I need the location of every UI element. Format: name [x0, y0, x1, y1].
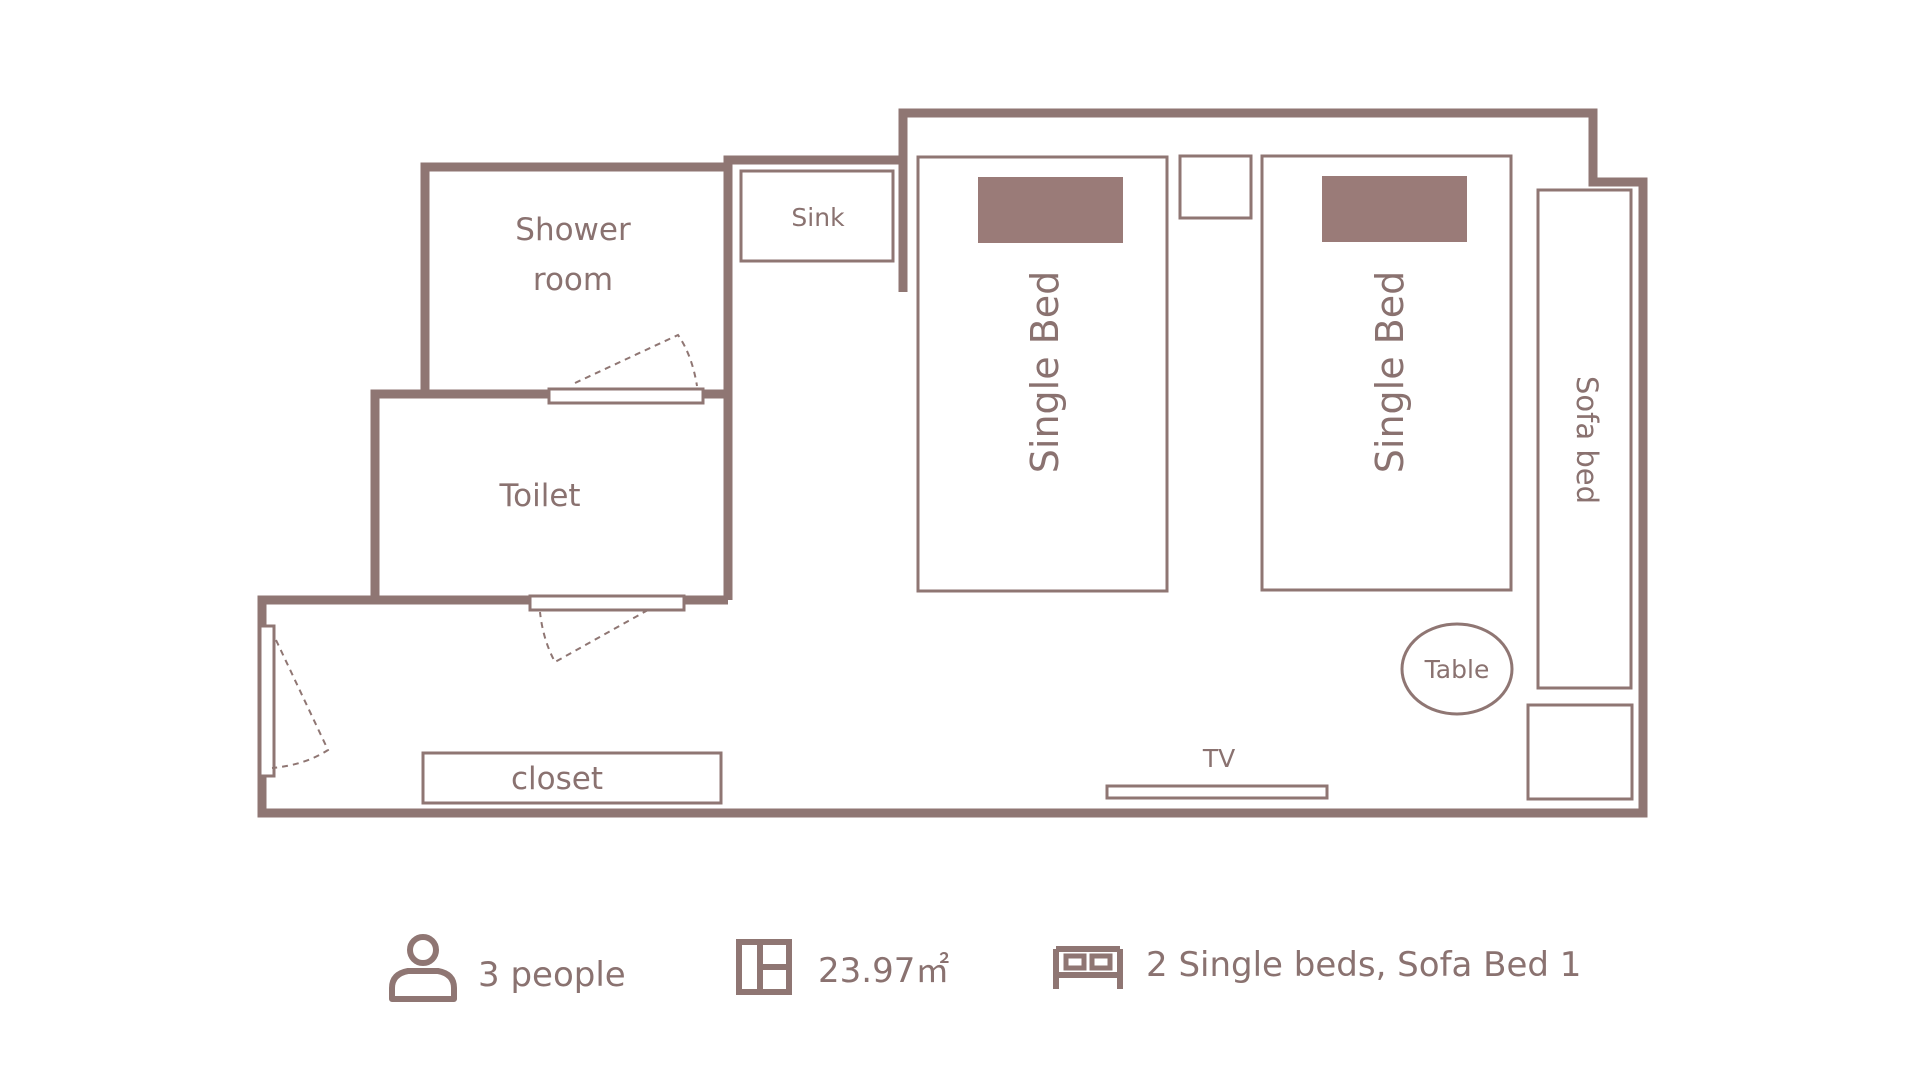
beds-info: 2 Single beds, Sofa Bed 1: [1052, 945, 1581, 993]
shower-door-swing: [574, 333, 698, 387]
closet: [421, 751, 723, 805]
single-bed-2-label: Single Bed: [1368, 271, 1412, 473]
beds-text: 2 Single beds, Sofa Bed 1: [1146, 945, 1582, 985]
cabinet: [1526, 703, 1634, 801]
tv-stand: [1105, 784, 1329, 800]
bed-icon: [1053, 946, 1123, 989]
toilet-label: Toilet: [498, 478, 580, 514]
toilet-door: [528, 594, 686, 612]
shower-door: [547, 387, 705, 405]
table: [1400, 622, 1514, 716]
table-label: Table: [1424, 655, 1490, 684]
capacity-text: 3 people: [478, 955, 626, 995]
nightstand: [1178, 154, 1253, 220]
single-bed-1-label: Single Bed: [1023, 271, 1067, 473]
toilet-door-swing: [539, 609, 649, 664]
tv-label: TV: [1202, 744, 1235, 773]
floor-plan: Shower room Toilet Sink Single Bed Singl…: [257, 108, 1648, 818]
entrance-door-swing: [271, 639, 330, 769]
pillow-2: [1322, 176, 1467, 242]
floorplan-icon: [736, 939, 792, 995]
pillow-1: [978, 177, 1123, 243]
capacity-info: 3 people: [386, 933, 626, 1005]
sofa-bed: [1536, 188, 1633, 690]
sink-counter: [739, 169, 895, 263]
area-info: 23.97㎡: [736, 939, 949, 995]
single-bed-2: [1260, 154, 1513, 592]
single-bed-1: [916, 155, 1169, 593]
room-summary: 3 people 23.97㎡ 2 Single beds, Sofa Bed …: [0, 925, 1920, 1035]
area-text: 23.97㎡: [818, 950, 950, 991]
sink-label: Sink: [791, 203, 845, 232]
closet-label: closet: [511, 761, 603, 797]
sofa-bed-label: Sofa bed: [1570, 376, 1604, 504]
person-icon: [389, 934, 457, 1002]
shower-room-label-line2: room: [533, 262, 613, 298]
shower-room-label-line1: Shower: [515, 212, 631, 248]
entrance-door: [258, 624, 276, 778]
